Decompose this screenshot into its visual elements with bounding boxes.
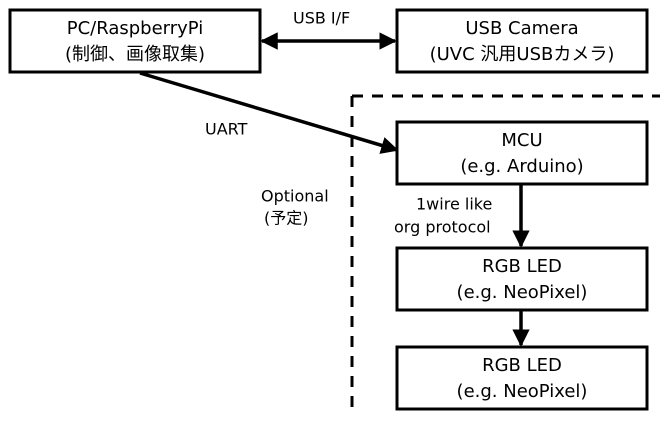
uart-connection-arrow xyxy=(139,71,399,154)
pc-box: PC/RaspberryPi (制御、画像取集) xyxy=(8,8,262,74)
usb-if-label: USB I/F xyxy=(293,9,350,28)
camera-box-subtitle: (UVC 汎用USBカメラ) xyxy=(430,44,615,65)
optional-note-label: (予定) xyxy=(264,209,309,228)
mcu-box-subtitle: (e.g. Arduino) xyxy=(460,156,583,177)
led2-box-title: RGB LED xyxy=(482,355,562,376)
camera-box: USB Camera (UVC 汎用USBカメラ) xyxy=(395,8,649,74)
camera-box-title: USB Camera xyxy=(465,18,578,39)
pc-box-subtitle: (制御、画像取集) xyxy=(65,44,205,65)
mcu-box-title: MCU xyxy=(501,130,542,151)
led2-box-subtitle: (e.g. NeoPixel) xyxy=(457,381,588,402)
protocol-label-line1: 1wire like xyxy=(416,195,492,214)
pc-box-title: PC/RaspberryPi xyxy=(67,18,204,39)
optional-boundary xyxy=(350,94,660,410)
uart-label: UART xyxy=(205,120,248,139)
protocol-label-line2: org protocol xyxy=(394,218,491,237)
led1-box-title: RGB LED xyxy=(482,256,562,277)
mcu-box: MCU (e.g. Arduino) xyxy=(395,120,649,186)
led1-box-subtitle: (e.g. NeoPixel) xyxy=(457,282,588,303)
led2-box: RGB LED (e.g. NeoPixel) xyxy=(395,345,649,411)
optional-label: Optional xyxy=(261,187,329,206)
led1-box: RGB LED (e.g. NeoPixel) xyxy=(395,246,649,312)
